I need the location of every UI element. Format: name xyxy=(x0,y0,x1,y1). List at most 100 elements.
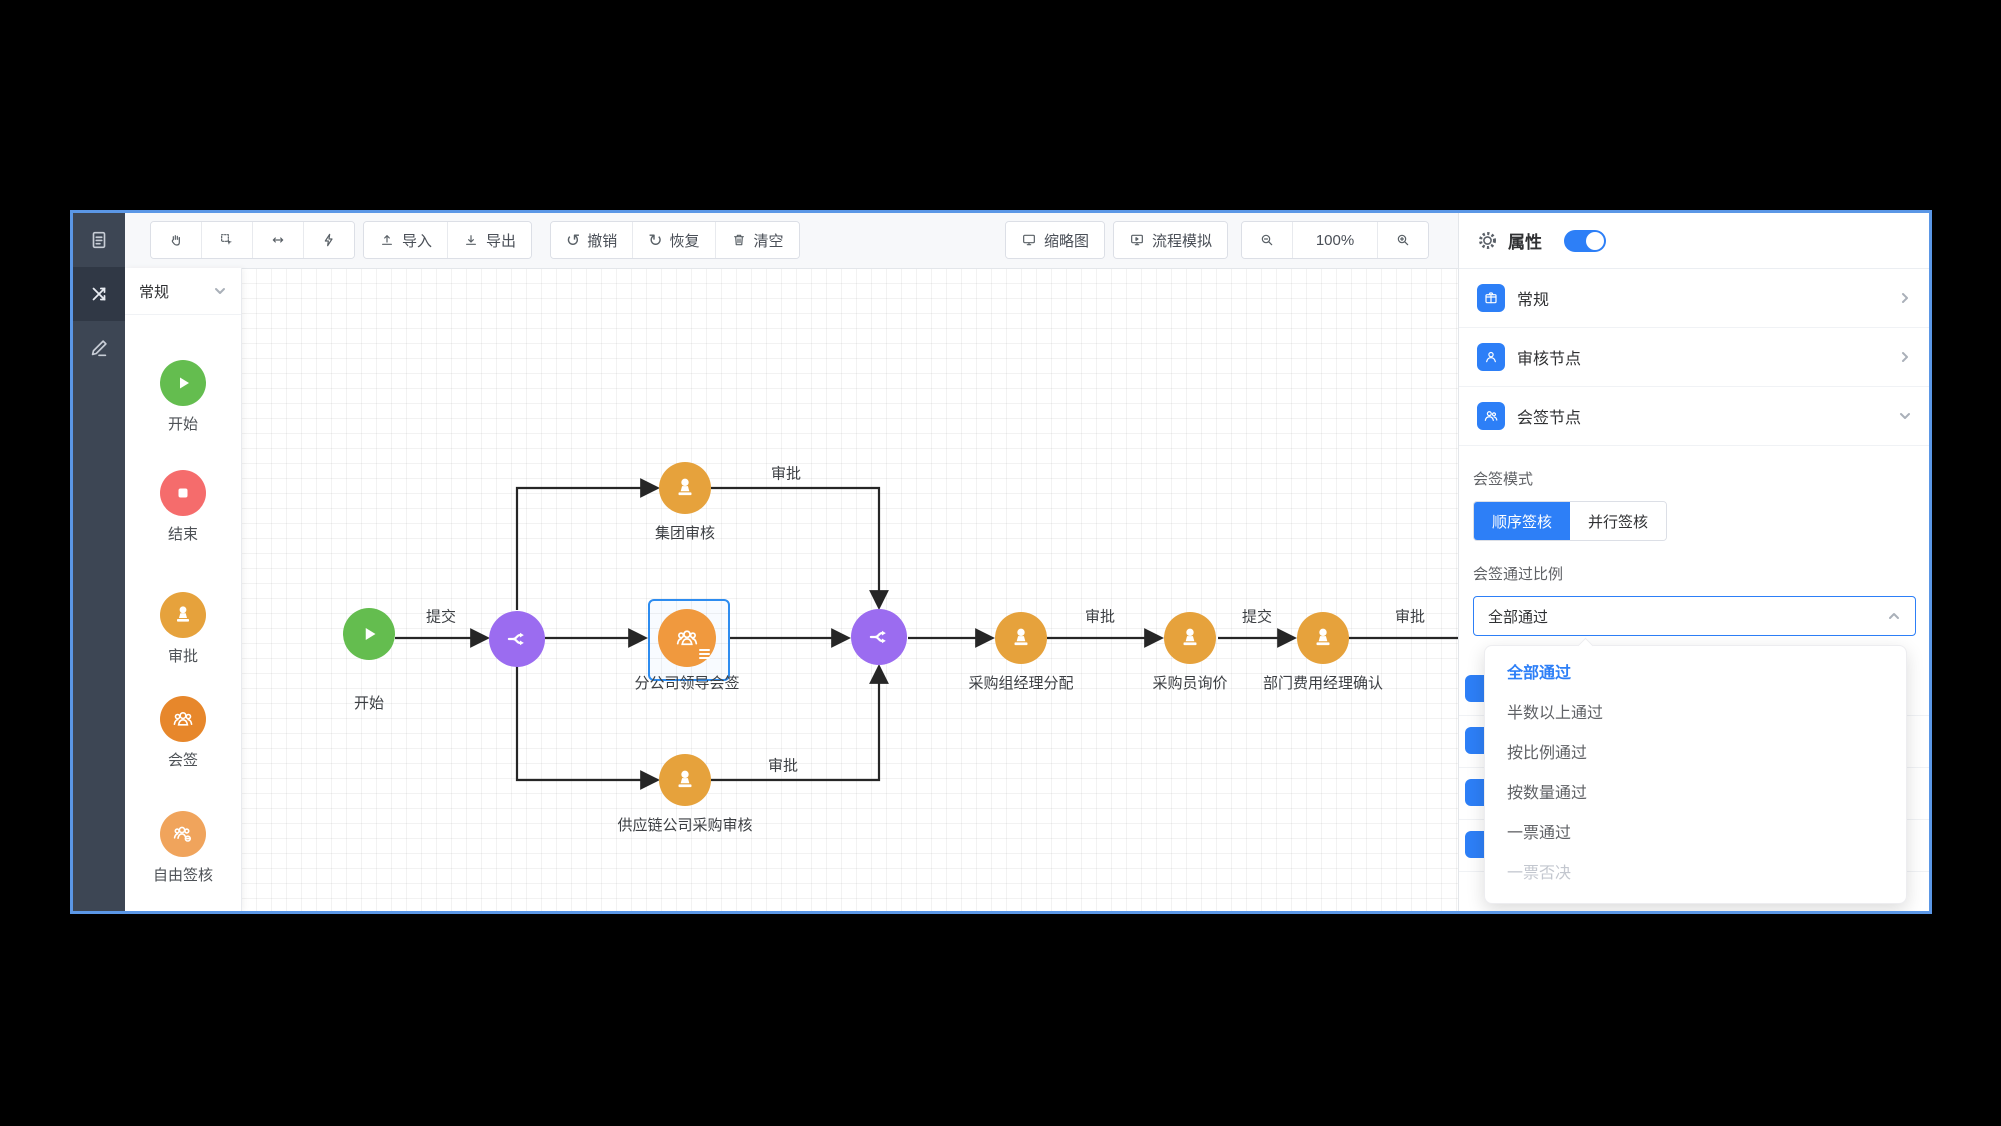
palette-category-header[interactable]: 常规 xyxy=(125,268,241,315)
flow-node-purchase-manager-assign[interactable]: 采购组经理分配 xyxy=(968,612,1074,692)
dropdown-option-by-ratio[interactable]: 按比例通过 xyxy=(1507,745,1588,762)
flow-edges xyxy=(395,478,1458,790)
redo-label: 恢复 xyxy=(669,232,700,250)
pass-ratio-select[interactable]: 全部通过 xyxy=(1473,596,1916,636)
dropdown-option-majority[interactable]: 半数以上通过 xyxy=(1507,705,1604,722)
section-review-node[interactable]: 审核节点 xyxy=(1459,328,1929,387)
node-label: 集团审核 xyxy=(654,525,715,542)
simulate-group: 流程模拟 xyxy=(1113,221,1229,259)
play-icon xyxy=(365,628,376,640)
fit-view-button[interactable] xyxy=(253,222,304,258)
undo-label: 撤销 xyxy=(587,232,618,250)
edge-label: 审批 xyxy=(1394,608,1426,626)
flow-canvas[interactable]: 开始 集团审核 分公司领导会签 供应链公司采购审核 采购组经理分配 xyxy=(241,268,1458,911)
palette-category-label: 常规 xyxy=(139,283,170,301)
person-icon xyxy=(1477,343,1505,371)
section-countersign-node[interactable]: 会签节点 xyxy=(1459,387,1929,446)
flow-designer-window: 导入 导出 ↺ 撤销 ↻ 恢复 清空 缩略图 xyxy=(70,210,1932,914)
palette-item-approve[interactable]: 审批 xyxy=(125,592,241,666)
flow-node-group-review[interactable]: 集团审核 xyxy=(655,462,715,542)
stamp-icon xyxy=(678,770,692,788)
node-label: 采购员询价 xyxy=(1152,675,1228,692)
dropdown-option-by-count[interactable]: 按数量通过 xyxy=(1507,785,1588,802)
upload-icon xyxy=(382,235,392,245)
chevron-down-icon xyxy=(1900,413,1910,419)
gear-icon xyxy=(1479,232,1496,249)
flow-node-branch-leader-countersign[interactable]: 分公司领导会签 xyxy=(634,609,740,692)
properties-title: 属性 xyxy=(1508,233,1542,252)
simulate-button[interactable]: 流程模拟 xyxy=(1114,222,1228,258)
chevron-down-icon xyxy=(215,288,225,294)
palette-item-label: 自由签核 xyxy=(152,867,213,884)
export-label: 导出 xyxy=(486,232,517,250)
auto-layout-button[interactable] xyxy=(304,222,354,258)
sign-mode-segmented: 顺序签核 并行签核 xyxy=(1473,501,1667,541)
redo-icon: ↻ xyxy=(648,230,663,250)
dropdown-option-one-vote-veto: 一票否决 xyxy=(1507,865,1572,882)
node-label: 分公司领导会签 xyxy=(634,675,740,692)
minimap-button[interactable]: 缩略图 xyxy=(1006,222,1105,258)
flow-node-start[interactable]: 开始 xyxy=(343,608,395,712)
clear-button[interactable]: 清空 xyxy=(715,222,799,258)
stamp-icon xyxy=(1183,628,1197,646)
flow-node-buyer-inquiry[interactable]: 采购员询价 xyxy=(1152,612,1228,692)
stamp-icon xyxy=(1014,628,1028,646)
people-icon xyxy=(1477,402,1505,430)
dropdown-option-one-vote-pass[interactable]: 一票通过 xyxy=(1507,825,1572,842)
toolbar-io-group: 导入 导出 xyxy=(363,221,533,259)
minimap-group: 缩略图 xyxy=(1005,221,1106,259)
download-icon xyxy=(466,235,476,245)
play-icon xyxy=(180,377,189,389)
rail-item-document[interactable] xyxy=(73,213,125,267)
flow-node-dept-expense-confirm[interactable]: 部门费用经理确认 xyxy=(1263,612,1383,692)
palette-item-countersign[interactable]: 会签 xyxy=(125,696,241,770)
document-icon xyxy=(92,231,106,249)
clear-label: 清空 xyxy=(753,232,784,250)
redo-button[interactable]: ↻ 恢复 xyxy=(633,222,716,258)
node-label: 开始 xyxy=(353,695,384,712)
undo-button[interactable]: ↺ 撤销 xyxy=(551,222,634,258)
import-button[interactable]: 导入 xyxy=(364,222,449,258)
zoom-in-button[interactable] xyxy=(1378,222,1428,258)
section-general[interactable]: 常规 xyxy=(1459,269,1929,328)
toolbar: 导入 导出 ↺ 撤销 ↻ 恢复 清空 缩略图 xyxy=(125,213,1458,269)
palette-item-free-sign[interactable]: 自由签核 xyxy=(125,811,241,885)
zoom-out-icon xyxy=(1261,234,1273,246)
sign-mode-parallel-button[interactable]: 并行签核 xyxy=(1570,502,1666,540)
branch-icon xyxy=(869,630,886,644)
toolbar-tools-group xyxy=(150,221,355,259)
select-tool-button[interactable] xyxy=(202,222,253,258)
flow-node-supply-chain-review[interactable]: 供应链公司采购审核 xyxy=(617,754,753,834)
simulate-label: 流程模拟 xyxy=(1152,232,1213,250)
zoom-in-icon xyxy=(1397,234,1409,246)
node-palette: 常规 开始 结束 审批 会签 自由签核 xyxy=(125,268,242,911)
flow-designer-icon xyxy=(92,287,106,301)
palette-item-label: 审批 xyxy=(167,648,198,665)
palette-item-start[interactable]: 开始 xyxy=(125,360,241,434)
properties-toggle[interactable] xyxy=(1564,229,1606,252)
sign-mode-sequential-button[interactable]: 顺序签核 xyxy=(1474,502,1570,540)
edge-label: 审批 xyxy=(770,465,802,483)
minimap-icon xyxy=(1023,234,1035,246)
edge-label: 审批 xyxy=(1084,608,1116,626)
node-label: 供应链公司采购审核 xyxy=(617,817,753,834)
properties-panel: 属性 常规 审核节点 会签节点 会签模式 顺序签核 并行签核 会签通过比例 xyxy=(1458,213,1929,911)
node-label: 采购组经理分配 xyxy=(968,675,1074,692)
rail-item-flow-designer[interactable] xyxy=(73,267,125,321)
dropdown-option-all-pass[interactable]: 全部通过 xyxy=(1507,665,1572,682)
rail-item-edit[interactable] xyxy=(73,321,125,375)
flow-node-gateway-1[interactable] xyxy=(489,611,545,667)
toolbar-history-group: ↺ 撤销 ↻ 恢复 清空 xyxy=(550,221,800,259)
left-rail xyxy=(73,213,125,911)
export-button[interactable]: 导出 xyxy=(448,222,532,258)
simulate-icon xyxy=(1131,234,1143,246)
sign-mode-label: 会签模式 xyxy=(1473,471,1534,488)
zoom-out-button[interactable] xyxy=(1242,222,1293,258)
toggle-knob xyxy=(1586,231,1604,250)
lightning-icon xyxy=(324,233,333,247)
zoom-level: 100% xyxy=(1293,222,1378,258)
flow-node-gateway-2[interactable] xyxy=(851,609,907,665)
pan-tool-button[interactable] xyxy=(151,222,202,258)
palette-item-end[interactable]: 结束 xyxy=(125,470,241,544)
fit-view-icon xyxy=(272,237,284,243)
